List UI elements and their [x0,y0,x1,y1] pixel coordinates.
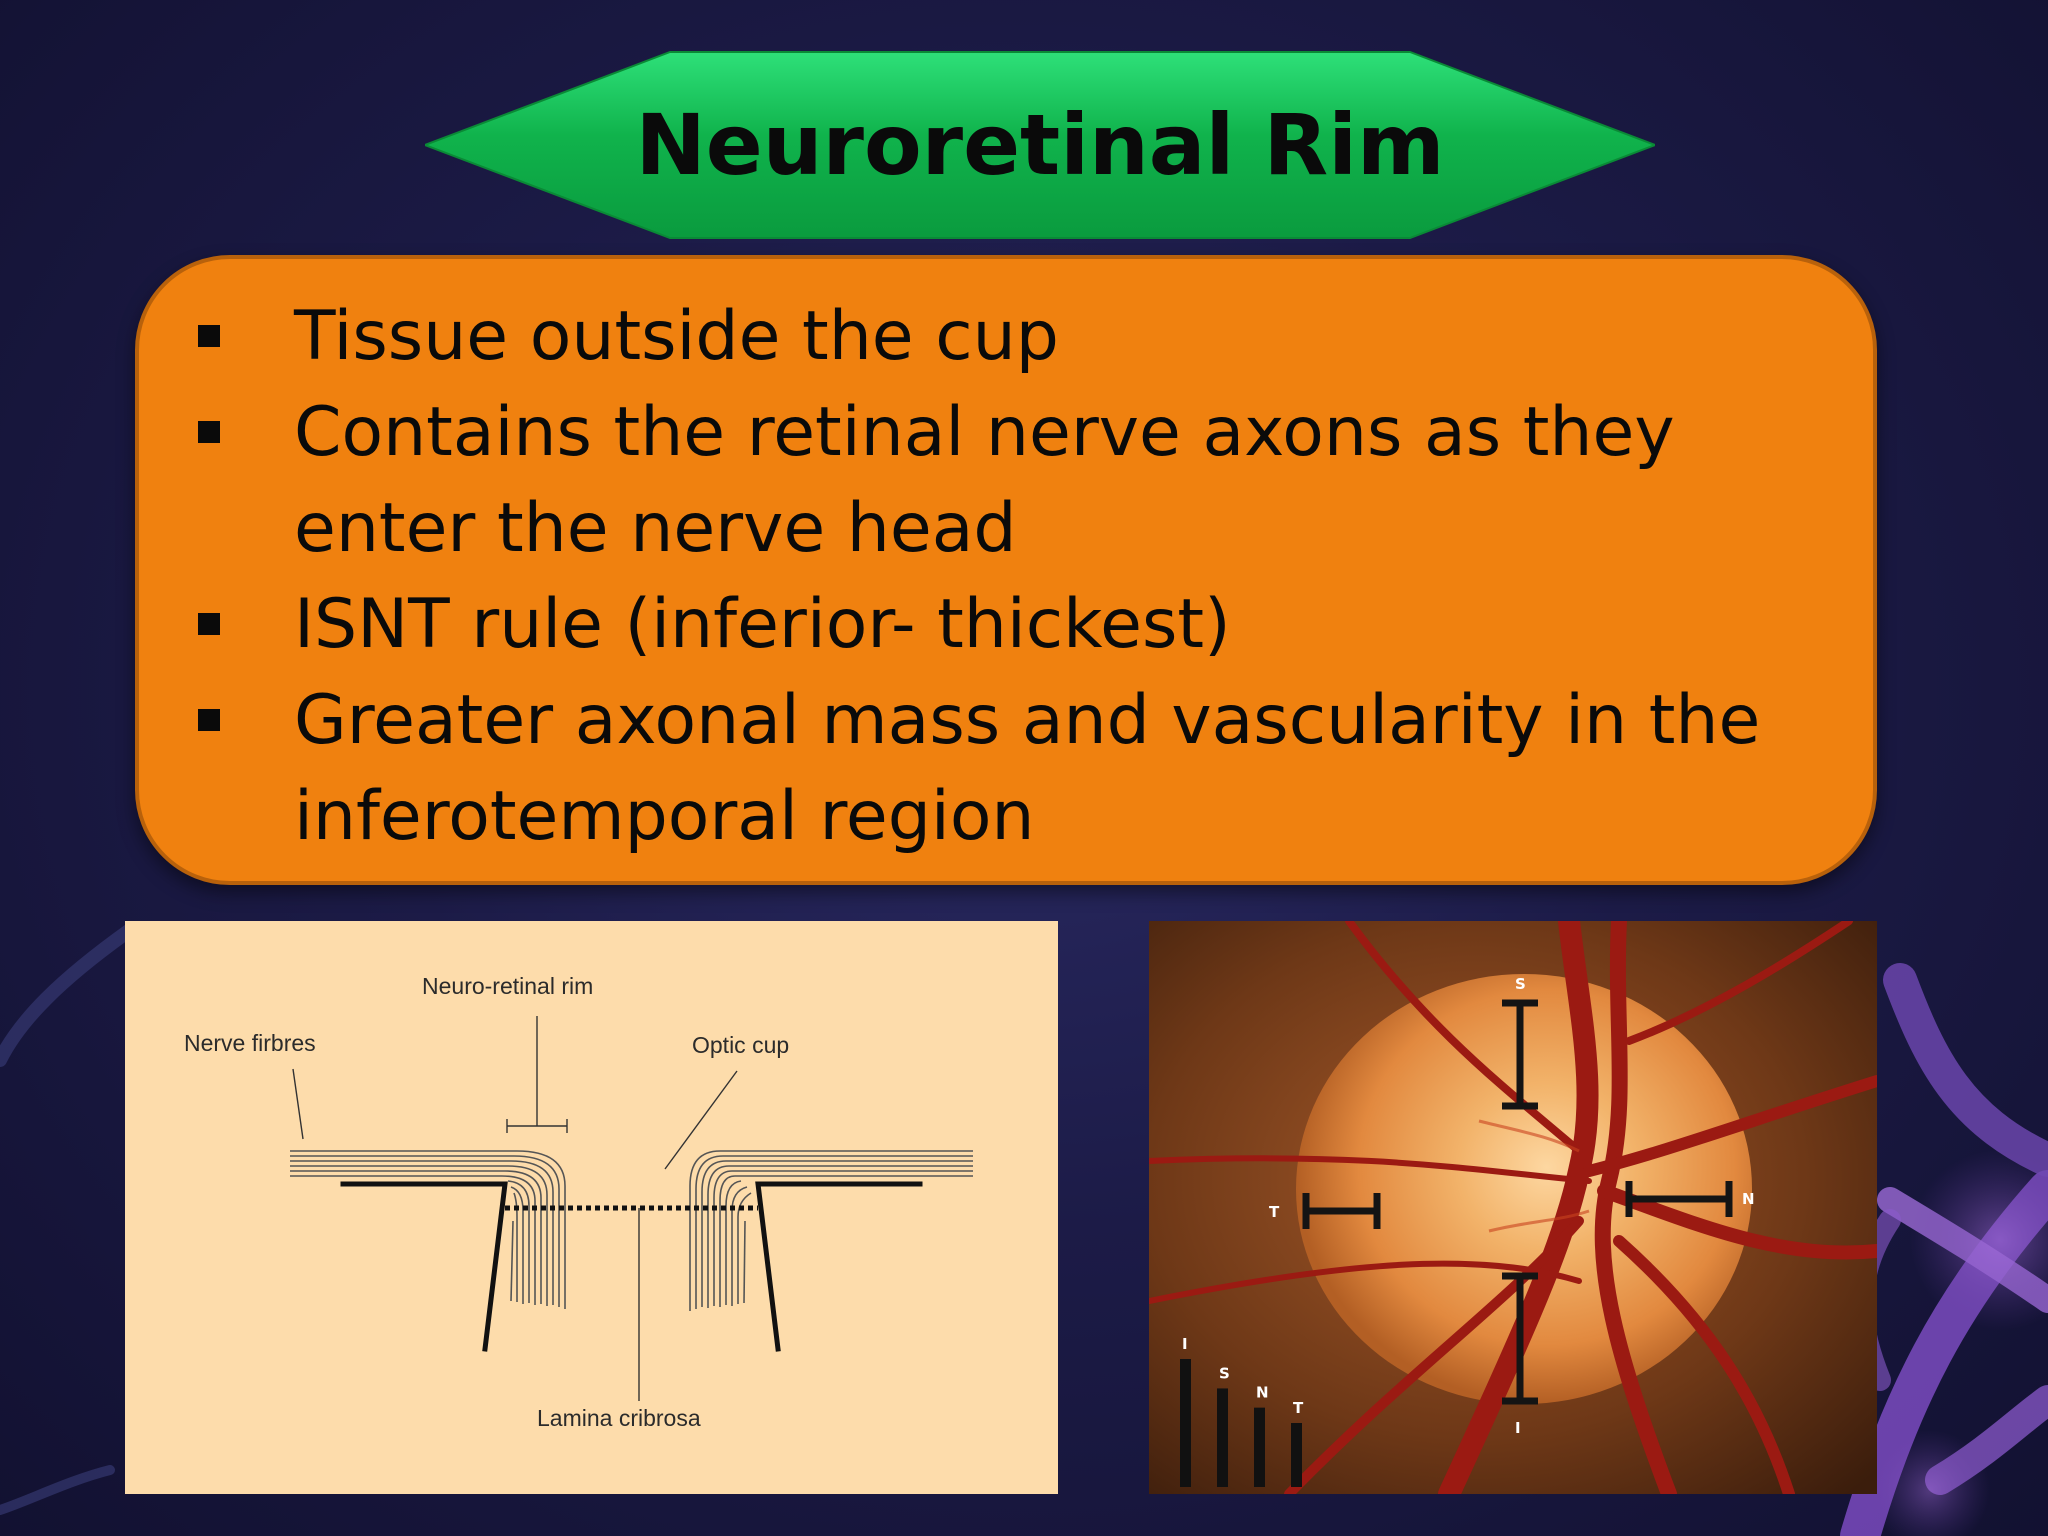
leader-optic-cup [664,1070,738,1170]
isnt-bar-label-n: N [1256,1384,1269,1402]
nerve-fibres-left [290,1150,566,1309]
label-nerve-fibres: Nerve firbres [184,1030,316,1056]
fundus-photograph: S T N I I S N T [1149,921,1877,1494]
isnt-bar-graph: I S N T [1180,1335,1304,1487]
isnt-bar-label-t: T [1293,1399,1304,1417]
isnt-bar-n [1254,1407,1265,1487]
marker-label-temporal: T [1269,1203,1280,1221]
bullet-item: Contains the retinal nerve axons as they… [139,385,1873,577]
isnt-bar-i [1180,1359,1191,1487]
marker-label-inferior: I [1515,1419,1521,1437]
label-lamina-cribrosa: Lamina cribrosa [537,1405,701,1431]
retinal-vessels [1149,921,1877,1494]
square-bullet-icon [198,421,220,443]
cup-wall-left [340,1181,508,1352]
bullet-text: Tissue outside the cup [294,297,1059,376]
isnt-bar-s [1217,1388,1228,1487]
isnt-bar-t [1291,1423,1302,1487]
slide-title: Neuroretinal Rim [635,96,1445,194]
bullet-box: Tissue outside the cup Contains the reti… [135,255,1877,885]
bullet-item: Tissue outside the cup [139,289,1873,385]
cup-wall-right [755,1181,923,1352]
optic-nerve-head-diagram: Neuro-retinal rim Nerve firbres Optic cu… [125,921,1058,1494]
label-optic-cup: Optic cup [692,1032,789,1058]
square-bullet-icon [198,613,220,635]
leader-nerve-fibres [292,1068,304,1140]
bullet-item: Greater axonal mass and vascularity in t… [139,673,1873,865]
bullet-text: Greater axonal mass and vascularity in t… [294,681,1761,856]
optic-disc [1296,974,1752,1404]
marker-label-nasal: N [1742,1190,1755,1208]
nerve-fibres-right [689,1150,973,1311]
title-banner [425,51,1655,239]
square-bullet-icon [198,709,220,731]
bullet-list: Tissue outside the cup Contains the reti… [139,289,1873,865]
isnt-bar-label-i: I [1182,1335,1188,1353]
bullet-item: ISNT rule (inferior- thickest) [139,577,1873,673]
label-neuro-retinal-rim: Neuro-retinal rim [422,973,593,999]
marker-label-superior: S [1515,975,1526,993]
square-bullet-icon [198,325,220,347]
bullet-text: ISNT rule (inferior- thickest) [294,585,1231,664]
isnt-bar-label-s: S [1219,1364,1230,1382]
bullet-text: Contains the retinal nerve axons as they… [294,393,1675,568]
